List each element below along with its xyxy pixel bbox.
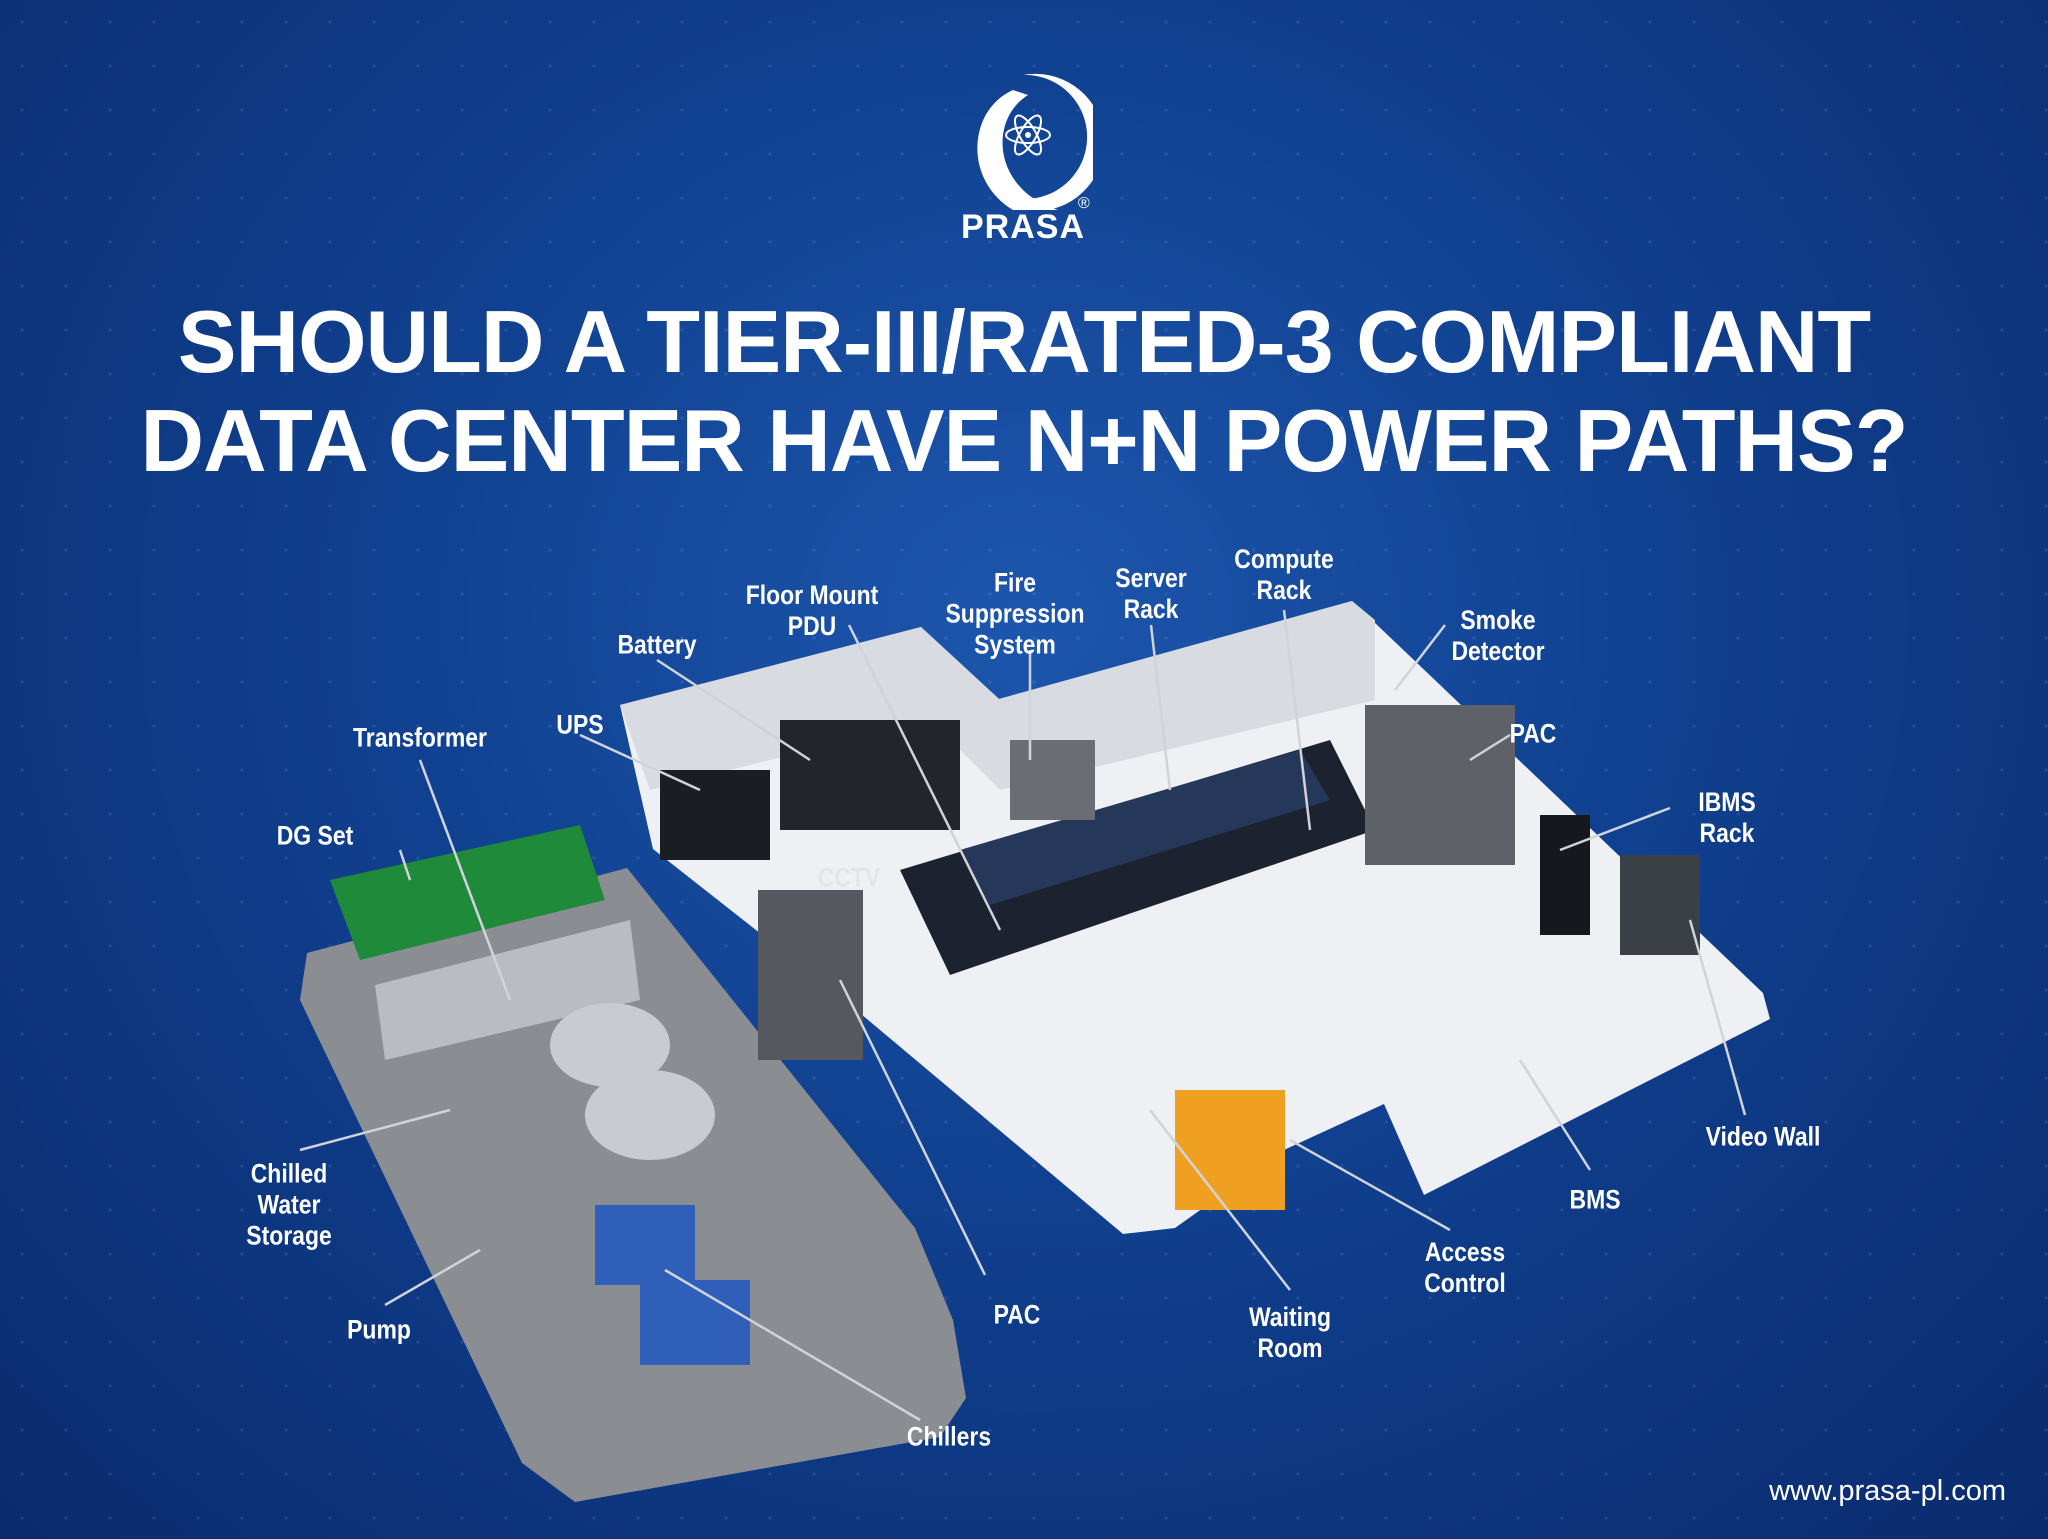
battery-racks [780, 720, 960, 830]
label-waiting-room: Waiting Room [1248, 1302, 1332, 1363]
website-link[interactable]: www.prasa-pl.com [1769, 1475, 2006, 1507]
fire-suppression-unit [1010, 740, 1095, 820]
headline-line-1: SHOULD A TIER-III/RATED-3 COMPLIANT [177, 292, 1871, 391]
label-access-control: Access Control [1424, 1237, 1506, 1298]
brand-name: PRASA [960, 208, 1086, 246]
chiller-1 [595, 1205, 695, 1285]
label-pac-bottom: PAC [993, 1299, 1041, 1330]
label-floor-mount-pdu: Floor Mount PDU [745, 580, 879, 641]
label-chilled-water-storage: Chilled Water Storage [246, 1158, 332, 1251]
label-smoke-detector: Smoke Detector [1451, 605, 1545, 666]
label-battery: Battery [617, 629, 697, 660]
registered-mark: ® [1078, 195, 1090, 212]
leader-lines [299, 609, 1747, 1422]
label-server-rack: Server Rack [1115, 563, 1187, 624]
server-aisle-roof [960, 750, 1330, 905]
label-ibms-rack: IBMS Rack [1698, 787, 1756, 848]
label-transformer: Transformer [353, 722, 487, 753]
headline-line-2: DATA CENTER HAVE N+N POWER PATHS? [140, 391, 1909, 490]
pac-units-bottom [758, 890, 863, 1060]
chiller-2 [640, 1280, 750, 1365]
dg-set [330, 825, 605, 960]
chilled-water-tank-1 [550, 1003, 670, 1087]
label-pac-top: PAC [1509, 718, 1557, 749]
label-fire-suppression-system: Fire Suppression System [945, 567, 1085, 660]
label-compute-rack: Compute Rack [1234, 544, 1334, 605]
prasa-logo: ® [977, 73, 1093, 212]
label-dg-set: DG Set [276, 820, 354, 851]
chilled-water-tank-2 [585, 1070, 715, 1160]
pac-units-top [1365, 705, 1515, 865]
ibms-rack [1540, 815, 1590, 935]
waiting-room-door [1175, 1090, 1285, 1210]
label-video-wall: Video Wall [1705, 1121, 1821, 1152]
label-bms: BMS [1569, 1184, 1621, 1215]
label-chillers: Chillers [906, 1421, 992, 1452]
label-cctv: CCTV [817, 862, 881, 893]
label-ups: UPS [556, 709, 604, 740]
label-pump: Pump [347, 1314, 411, 1345]
ups-cabinets [660, 770, 770, 860]
video-wall [1620, 855, 1700, 955]
